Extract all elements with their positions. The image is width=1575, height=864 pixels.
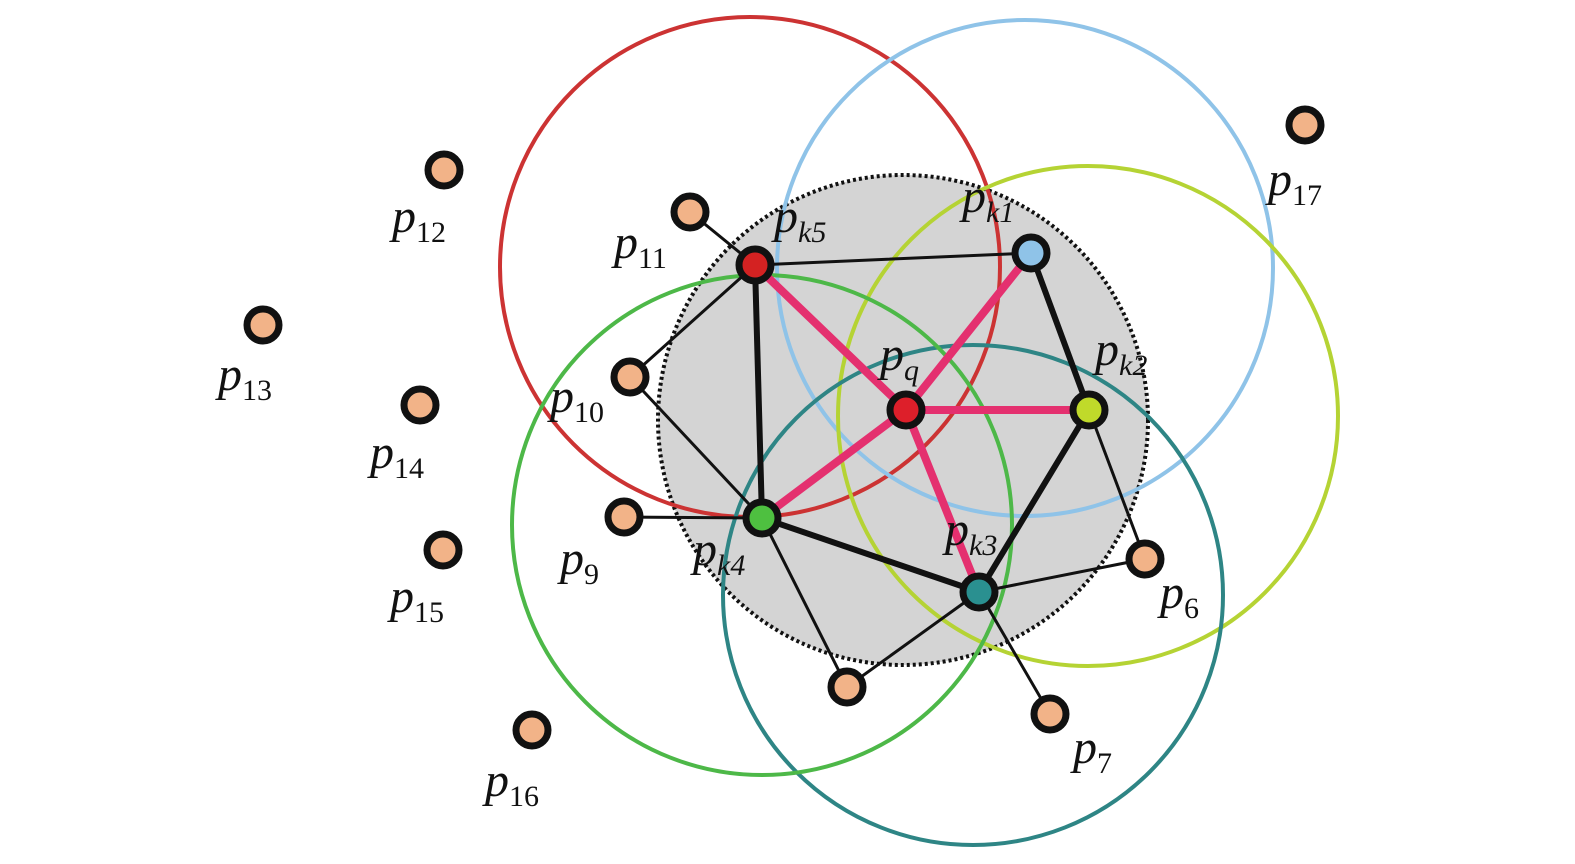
node-p12: [424, 150, 464, 190]
edge-p8-pk3: [845, 590, 981, 689]
node-p17: [1285, 105, 1325, 145]
node-p9: [604, 497, 644, 537]
edge-pq-pk5: [751, 261, 910, 414]
label-p15: p15: [387, 570, 444, 629]
label-p9: p9: [557, 532, 599, 591]
node-pk2: [1069, 390, 1109, 430]
edge-pk4-pk3: [759, 515, 982, 595]
node-pk1: [1011, 233, 1051, 273]
edge-p6-pk2: [1087, 408, 1147, 561]
label-p13: p13: [215, 348, 272, 407]
node-pk5: [735, 245, 775, 285]
label-p7: p7: [1070, 721, 1112, 780]
edge-pk3-p6: [977, 557, 1147, 594]
label-pk5: pk5: [771, 190, 826, 249]
label-p11: p11: [611, 216, 667, 275]
label-p12: p12: [389, 190, 446, 249]
label-pk3: pk3: [942, 503, 997, 562]
edge-pk3-pk2: [976, 407, 1092, 595]
node-pk3: [959, 572, 999, 612]
edge-pk3-p7: [977, 590, 1052, 716]
edge-pq-pk1: [902, 249, 1035, 414]
label-pq: pq: [877, 328, 919, 387]
edge-pk4-p8: [760, 516, 849, 689]
edge-pk5-p10: [628, 263, 757, 379]
label-pk2: pk2: [1092, 323, 1147, 382]
edge-pk5-pk1: [753, 251, 1033, 267]
node-p14: [400, 385, 440, 425]
node-p8: [827, 667, 867, 707]
edge-pk2-pk1: [1028, 250, 1092, 413]
edge-pk5-pk4: [752, 262, 765, 521]
node-p11: [670, 192, 710, 232]
edge-p10-pk4: [628, 375, 764, 520]
node-pq: [886, 390, 926, 430]
edge-pq-pk3: [902, 406, 983, 596]
label-p17: p17: [1265, 153, 1322, 212]
label-pk1: pk1: [959, 170, 1014, 229]
node-p10: [610, 357, 650, 397]
edge-p9-pk4: [622, 515, 764, 520]
node-p13: [243, 305, 283, 345]
edge-pq-pk4: [758, 406, 910, 522]
node-pk4: [742, 498, 782, 538]
node-p6: [1125, 539, 1165, 579]
range-circle-pk2: [836, 164, 1340, 668]
label-p6: p6: [1157, 566, 1199, 625]
nodes: [243, 105, 1325, 750]
node-p16: [512, 710, 552, 750]
label-p14: p14: [367, 426, 424, 485]
node-p15: [423, 530, 463, 570]
node-p7: [1030, 694, 1070, 734]
label-p10: p10: [547, 370, 604, 429]
label-p16: p16: [482, 754, 539, 813]
range-circle-pk3: [721, 343, 1225, 847]
label-pk4: pk4: [690, 523, 745, 582]
